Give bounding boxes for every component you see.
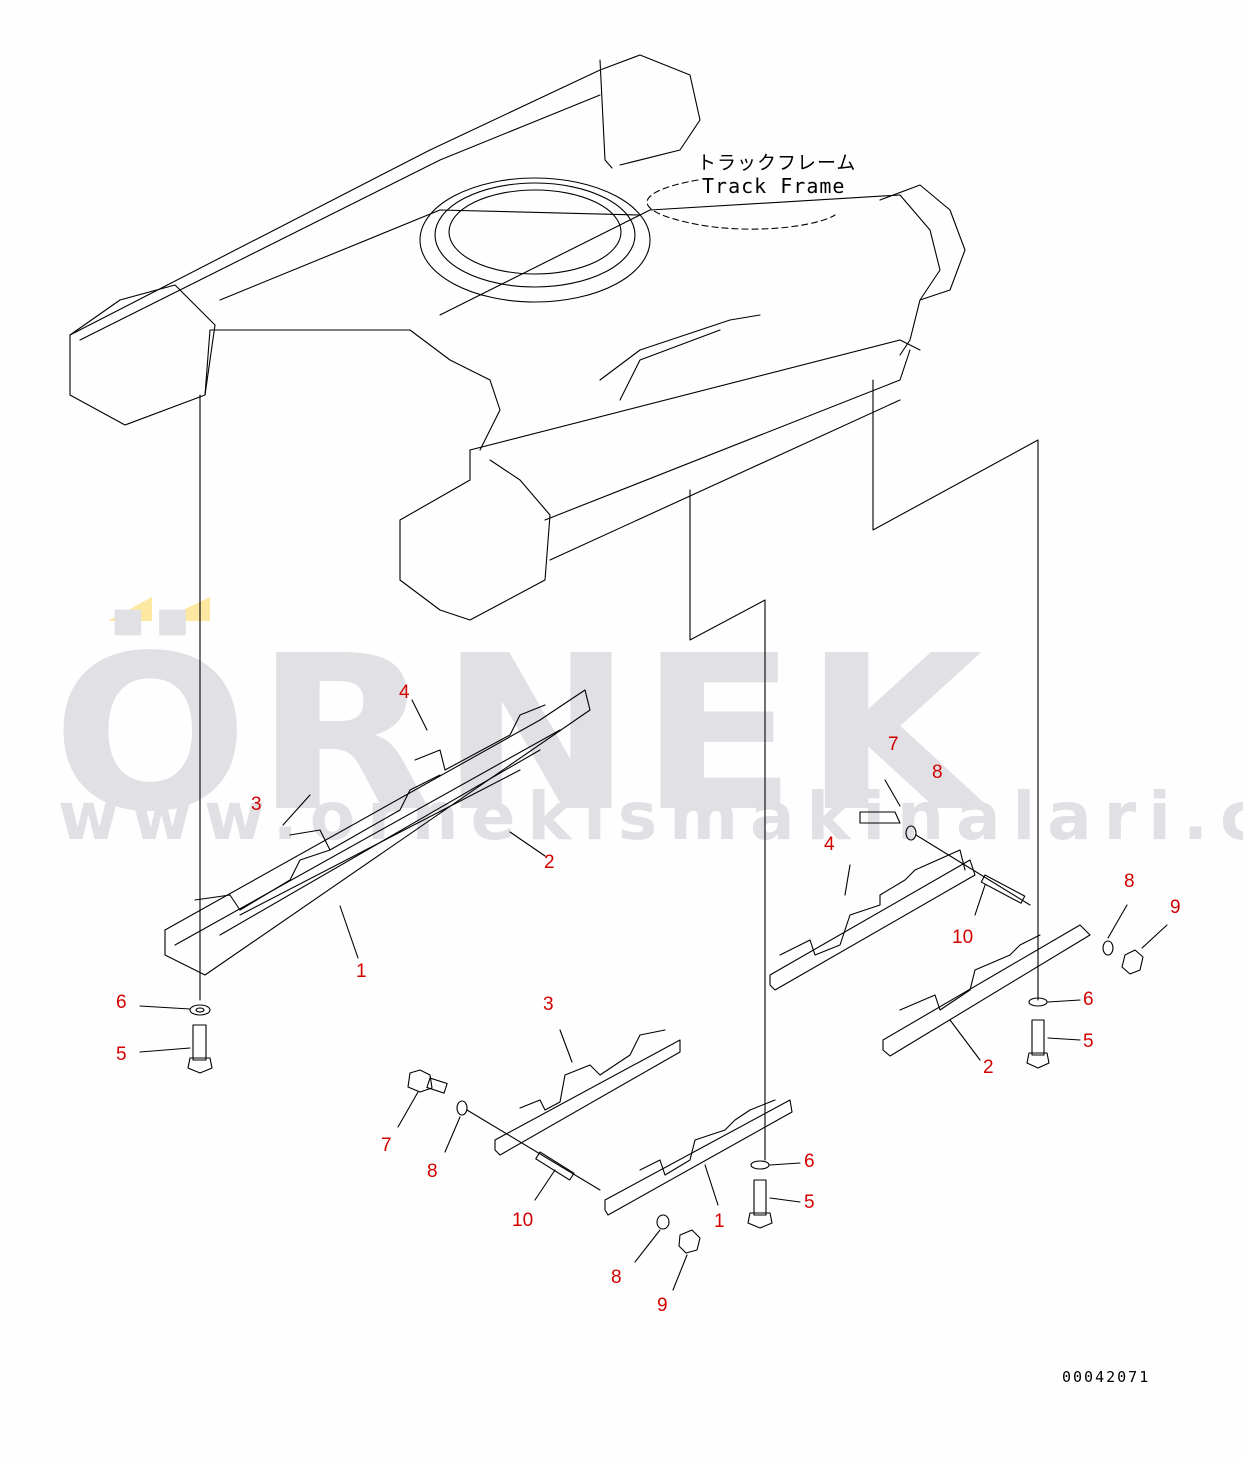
left-bolt-set (139, 1004, 213, 1074)
right-guard-pieces (769, 779, 1168, 1069)
left-guard-assembly (164, 689, 591, 976)
callout-part-4: 4 (824, 834, 835, 855)
callout-part-8: 8 (611, 1267, 622, 1288)
diagram-title-japanese: トラックフレーム (697, 152, 857, 174)
callout-part-1: 1 (356, 961, 367, 982)
callout-part-3: 3 (543, 994, 554, 1015)
callout-part-7: 7 (888, 734, 899, 755)
callout-part-5: 5 (804, 1192, 815, 1213)
callout-part-3: 3 (251, 794, 262, 815)
callout-part-1: 1 (714, 1211, 725, 1232)
lower-guard-pieces (397, 1029, 801, 1291)
callout-part-9: 9 (1170, 897, 1181, 918)
callout-part-10: 10 (952, 927, 974, 948)
callout-part-8: 8 (427, 1161, 438, 1182)
watermark-url: www.ornekismakinalari.com.tr (58, 778, 1243, 855)
callout-part-4: 4 (399, 682, 410, 703)
diagram-title-english: Track Frame (702, 174, 846, 198)
drawing-number: 00042071 (1062, 1368, 1151, 1386)
callout-part-5: 5 (1083, 1031, 1094, 1052)
callout-part-9: 9 (657, 1295, 668, 1316)
callout-part-10: 10 (512, 1210, 534, 1231)
callout-part-2: 2 (983, 1057, 994, 1078)
callout-part-8: 8 (932, 762, 943, 783)
callout-part-6: 6 (116, 992, 127, 1013)
callout-part-7: 7 (381, 1135, 392, 1156)
callout-part-5: 5 (116, 1044, 127, 1065)
callout-part-8: 8 (1124, 871, 1135, 892)
callout-part-2: 2 (544, 852, 555, 873)
track-frame (69, 54, 1039, 1161)
watermark-brand: ÖRNEK (52, 610, 990, 859)
callout-part-6: 6 (1083, 989, 1094, 1010)
callout-part-6: 6 (804, 1151, 815, 1172)
